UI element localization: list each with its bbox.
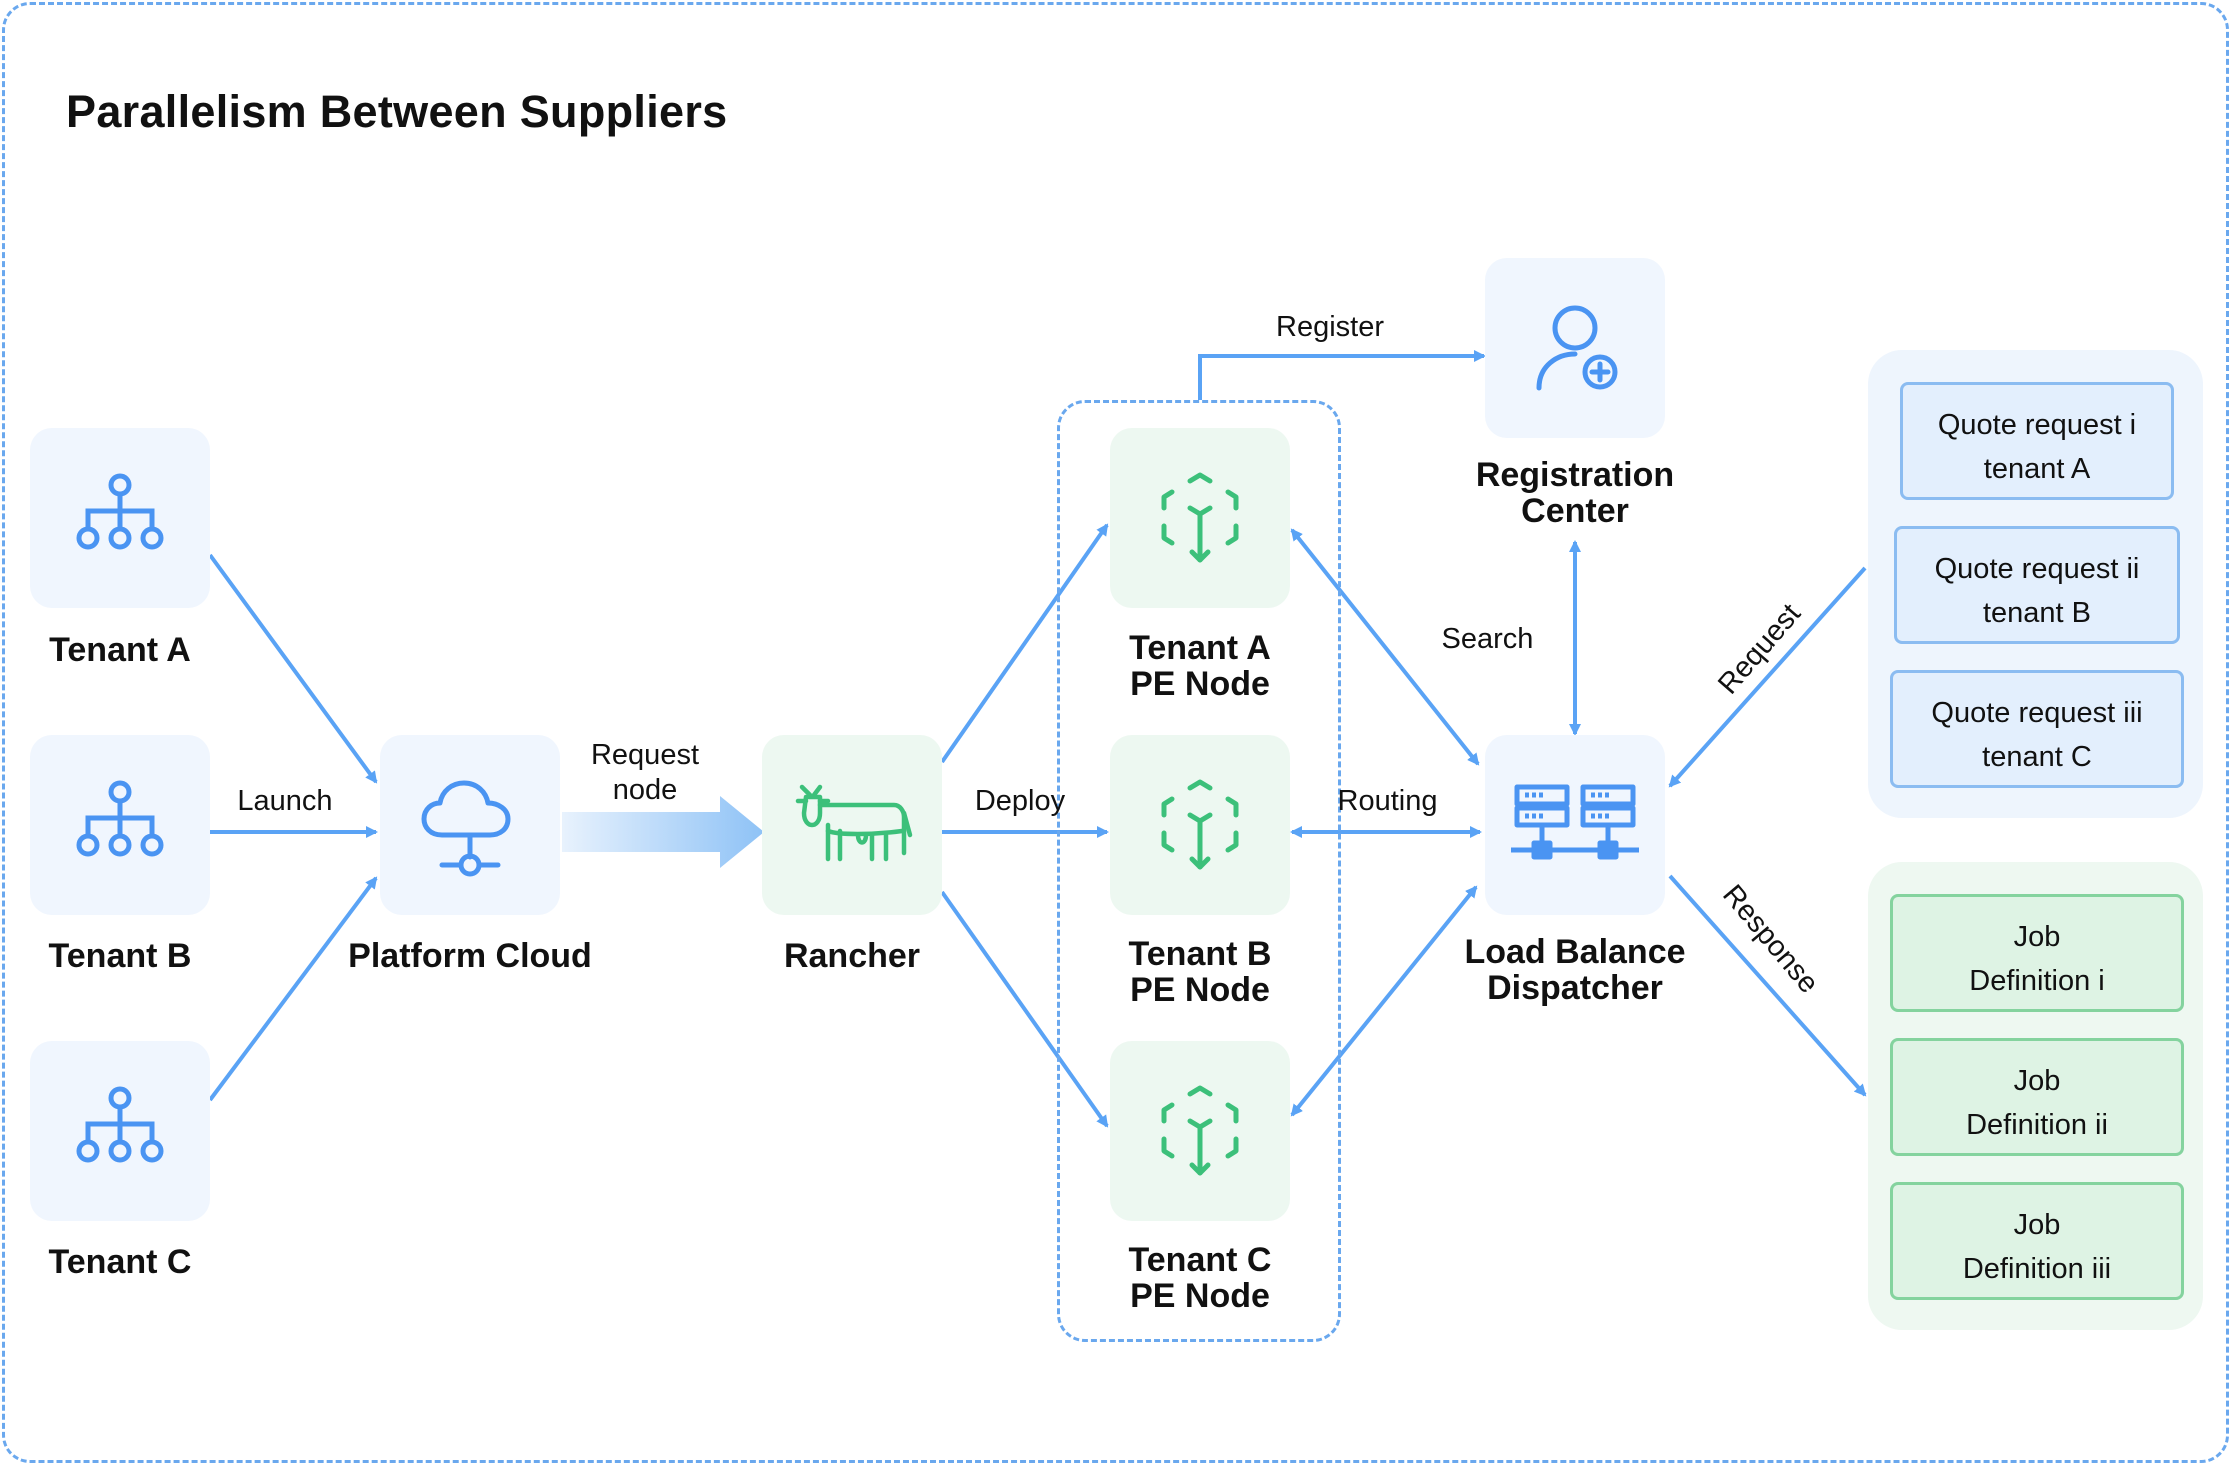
registration-center-tile <box>1485 258 1665 438</box>
tenant-b-pe-node-line1: Tenant B <box>1128 935 1272 973</box>
job-definition-line1: Job <box>2013 921 2061 953</box>
tenant-a-pe-node-tile <box>1110 428 1290 608</box>
cube-icon <box>1161 472 1239 563</box>
quote-request-line2: tenant A <box>1983 453 2091 485</box>
job-definition-line1: Job <box>2013 1209 2061 1241</box>
load-balancer-line1: Load Balance <box>1464 933 1686 971</box>
diagram-title: Parallelism Between Suppliers <box>66 86 728 137</box>
tenant-a-label: Tenant A <box>49 631 191 669</box>
platform-cloud-label: Platform Cloud <box>348 937 592 975</box>
registration-center-line1: Registration <box>1475 456 1675 494</box>
cube-icon <box>1161 779 1239 870</box>
tenant-b-pe-node-tile <box>1110 735 1290 915</box>
job-definition-line2: Definition i <box>1969 965 2105 997</box>
job-definition-line2: Definition ii <box>1966 1109 2108 1141</box>
tenant-a-pe-node-label: Tenant A PE Node <box>1080 630 1320 702</box>
job-definition-line2: Definition iii <box>1962 1253 2112 1285</box>
cow-icon <box>795 784 913 862</box>
quote-request-card: Quote request iii tenant C <box>1890 670 2184 788</box>
quote-request-card: Quote request ii tenant B <box>1894 526 2180 644</box>
tenant-c-pe-node-line2: PE Node <box>1130 1277 1270 1315</box>
edge-label-request-node: Request node <box>570 738 720 808</box>
platform-cloud-tile <box>380 735 560 915</box>
user-add-icon <box>1536 305 1618 391</box>
arrow-request-node <box>562 796 764 868</box>
arrow-tenant-a-to-platform <box>208 553 378 784</box>
cube-icon <box>1161 1085 1239 1176</box>
job-definition-card: Job Definition iii <box>1890 1182 2184 1300</box>
tenant-a-tile <box>30 428 210 608</box>
tenant-c-label: Tenant C <box>48 1243 192 1281</box>
job-definition-card: Job Definition i <box>1890 894 2184 1012</box>
load-balancer-line2: Dispatcher <box>1487 969 1663 1007</box>
arrow-pe-c-lb <box>1290 885 1478 1117</box>
edge-label-request-node-line2: node <box>612 774 678 806</box>
registration-center-label: Registration Center <box>1430 457 1720 529</box>
edge-label-deploy: Deploy <box>974 785 1066 817</box>
tenant-b-pe-node-line2: PE Node <box>1130 971 1270 1009</box>
tenant-b-pe-node-label: Tenant B PE Node <box>1080 936 1320 1008</box>
registration-center-line2: Center <box>1521 492 1629 530</box>
quote-request-line1: Quote request ii <box>1934 553 2140 585</box>
server-rack-icon <box>1511 784 1639 860</box>
edge-label-launch: Launch <box>237 785 333 817</box>
load-balancer-label: Load Balance Dispatcher <box>1430 934 1720 1006</box>
hierarchy-icon <box>76 1086 164 1163</box>
arrow-rancher-to-pe-c <box>940 890 1109 1128</box>
quote-request-card: Quote request i tenant A <box>1900 382 2174 500</box>
load-balancer-tile <box>1485 735 1665 915</box>
edge-label-routing: Routing <box>1337 785 1438 817</box>
rancher-tile <box>762 735 942 915</box>
tenant-a-pe-node-line2: PE Node <box>1130 665 1270 703</box>
edge-label-search: Search <box>1441 623 1534 655</box>
hierarchy-icon <box>76 780 164 857</box>
cloud-network-icon <box>421 780 511 877</box>
tenant-b-label: Tenant B <box>48 937 192 975</box>
arrow-tenant-c-to-platform <box>208 876 378 1102</box>
hierarchy-icon <box>76 473 164 550</box>
job-definition-card: Job Definition ii <box>1890 1038 2184 1156</box>
tenant-c-pe-node-label: Tenant C PE Node <box>1080 1242 1320 1314</box>
tenant-c-tile <box>30 1041 210 1221</box>
edge-label-register: Register <box>1276 311 1384 343</box>
quote-request-line2: tenant B <box>1982 597 2092 629</box>
tenant-c-pe-node-tile <box>1110 1041 1290 1221</box>
arrow-pe-a-lb <box>1290 528 1480 766</box>
tenant-a-pe-node-line1: Tenant A <box>1129 629 1271 667</box>
quote-request-line1: Quote request iii <box>1931 697 2143 729</box>
arrow-register <box>1198 350 1486 400</box>
arrow-rancher-to-pe-a <box>940 523 1109 764</box>
job-definition-line1: Job <box>2013 1065 2061 1097</box>
rancher-label: Rancher <box>783 937 921 975</box>
arrow-response <box>1668 874 1867 1097</box>
pe-node-group <box>1057 400 1341 1342</box>
tenant-b-tile <box>30 735 210 915</box>
quote-request-line1: Quote request i <box>1937 409 2137 441</box>
quote-request-line2: tenant C <box>1982 741 2092 773</box>
tenant-c-pe-node-line1: Tenant C <box>1128 1241 1272 1279</box>
edge-label-request-node-line1: Request <box>590 739 699 771</box>
arrow-request <box>1668 566 1867 788</box>
